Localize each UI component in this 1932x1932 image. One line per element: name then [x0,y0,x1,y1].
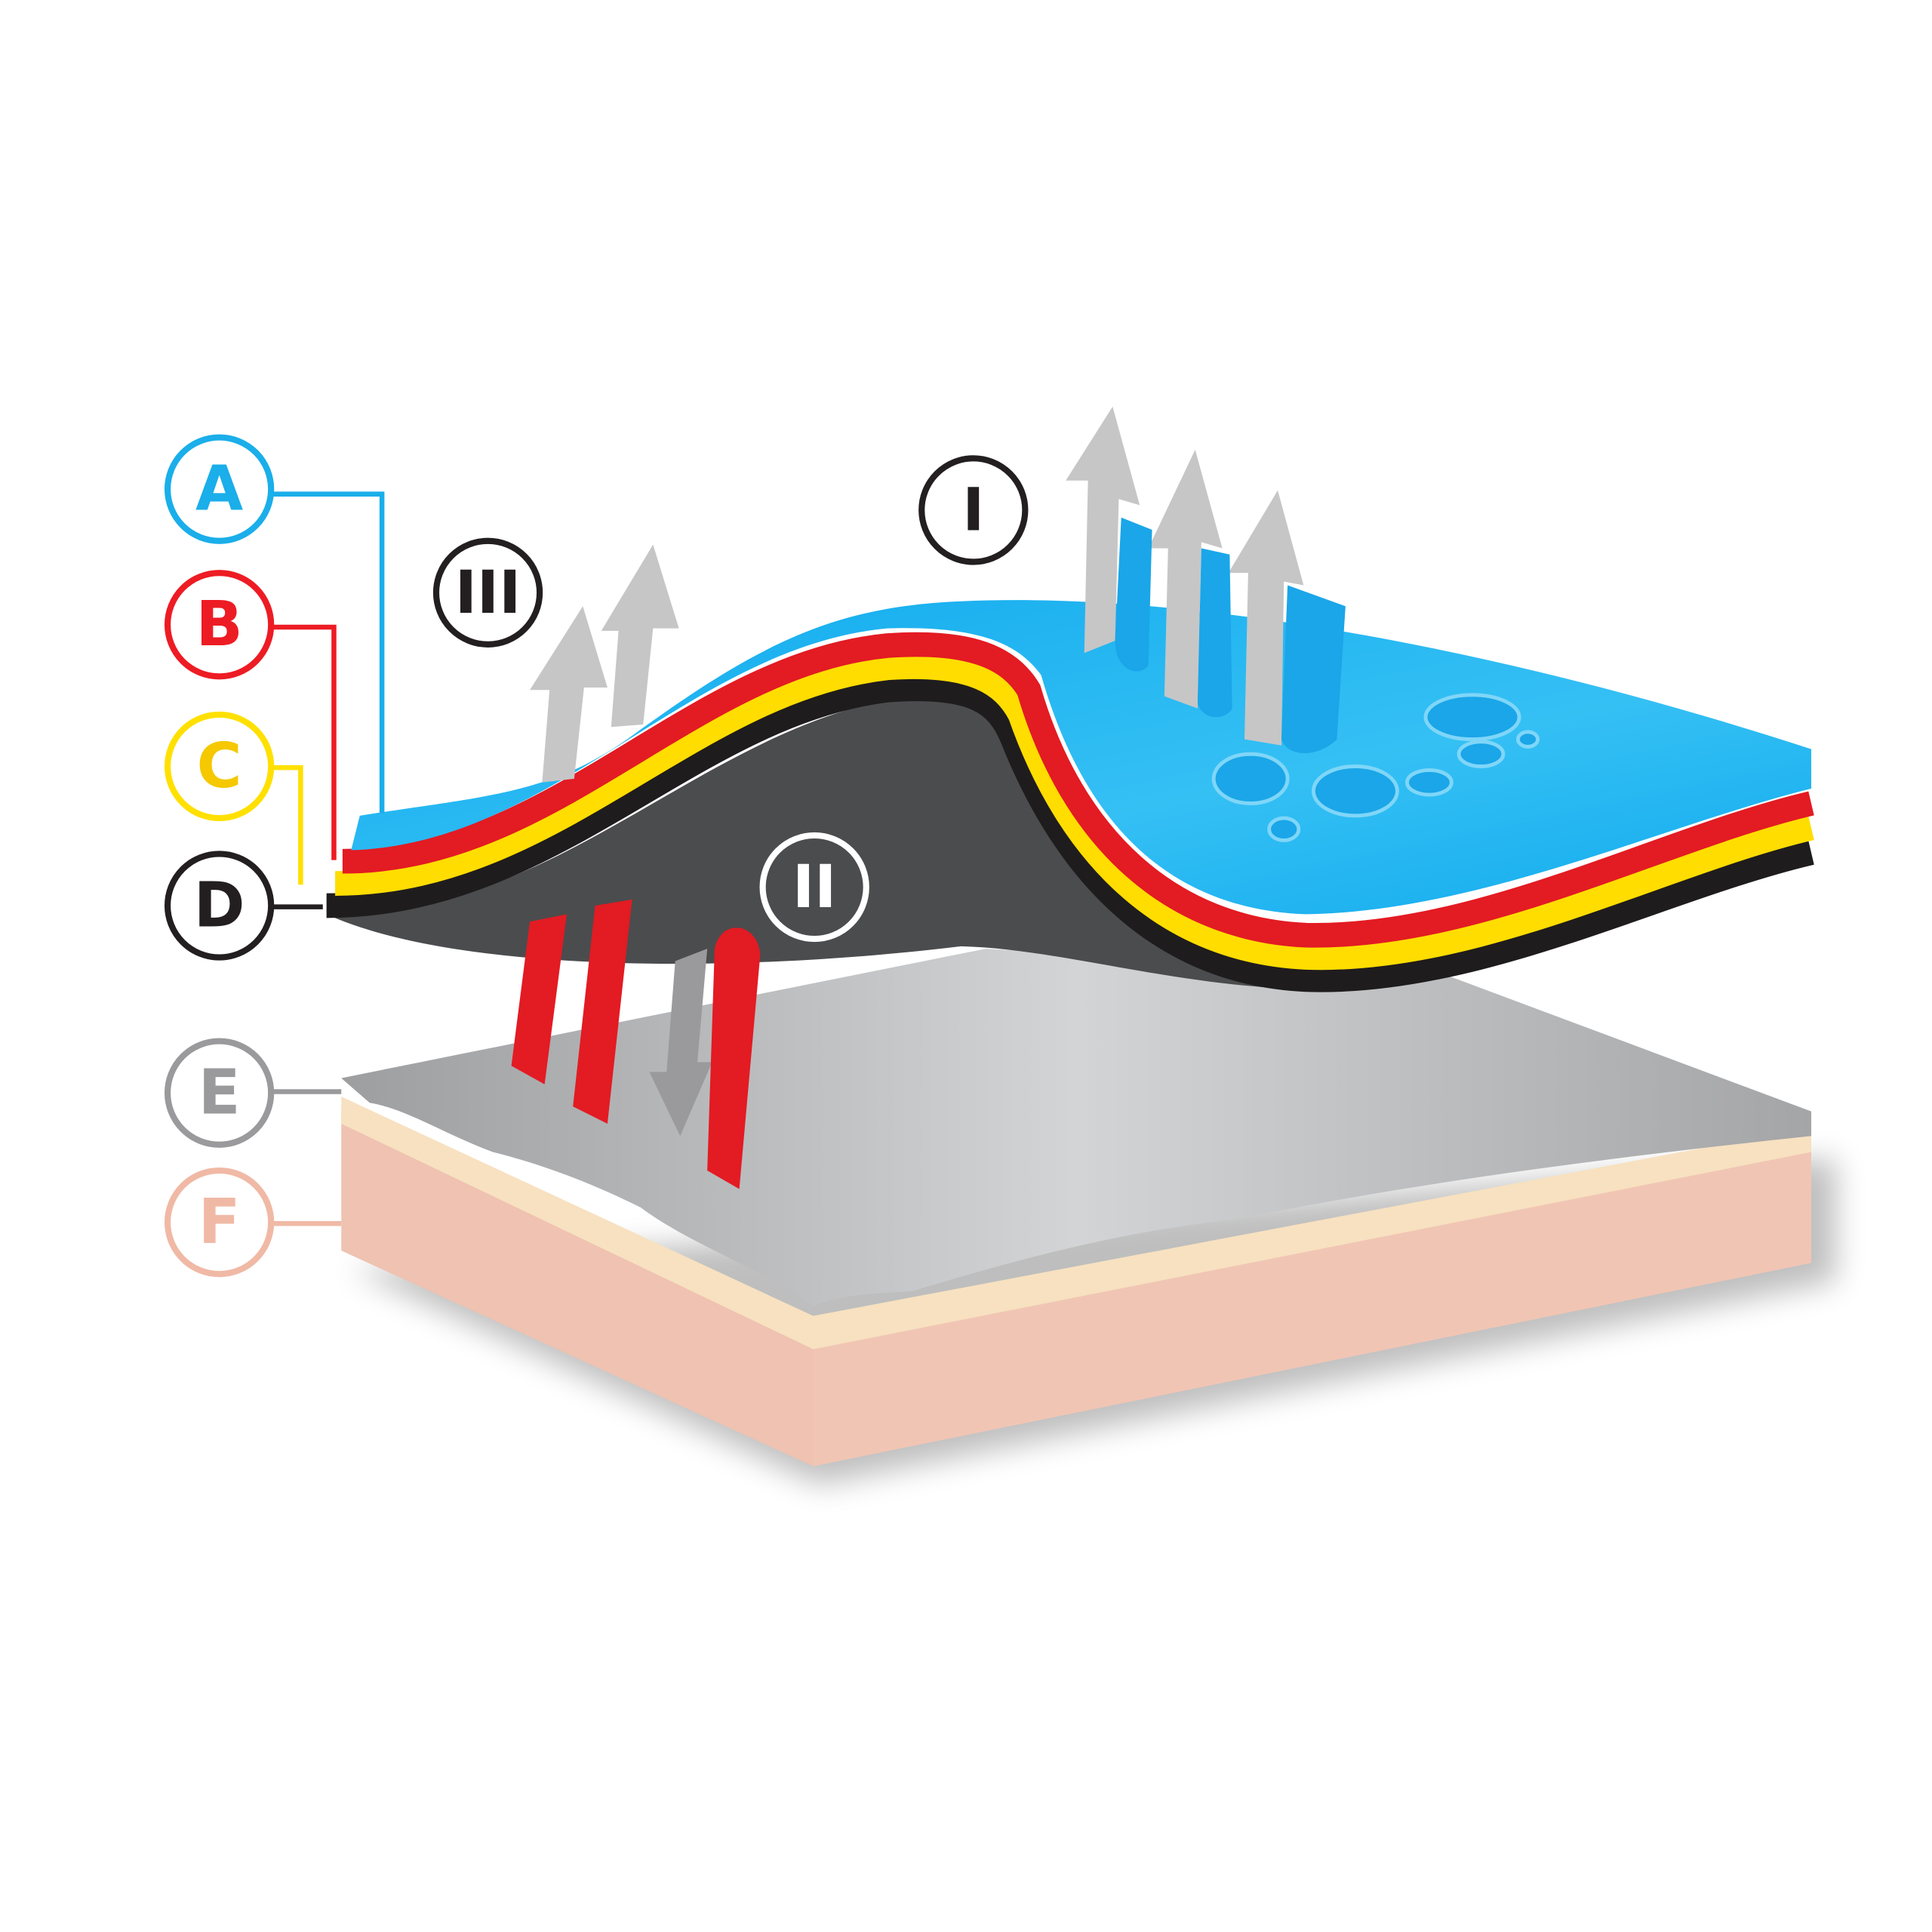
layer-c-yellow [335,654,1814,971]
layer-a-blue [351,600,1811,915]
skin-left-face [341,1109,814,1466]
water-loop [1281,585,1346,753]
label-letter: B [196,589,243,660]
layer-label-f: F [164,1167,275,1278]
vapour-arrows-i [1066,406,1346,753]
membrane-layers [326,600,1814,992]
label-letter: F [198,1186,241,1258]
arrow-up-icon [530,606,608,783]
water-droplets [1211,693,1540,842]
droplet [1423,693,1521,742]
label-letter: C [197,731,242,802]
skin-right-face [813,1140,1811,1466]
layer-label-a: A [164,434,275,544]
water-loop [1197,548,1232,718]
heat-strip [573,899,632,1124]
heat-strip [707,928,761,1189]
layer-label-c: C [164,711,275,822]
label-letter: D [194,869,245,941]
label-roman: I [962,475,984,544]
leader-lines [273,491,385,1226]
layer-label-e: E [164,1038,275,1148]
layer-d-black [326,676,1814,992]
droplet [1311,764,1399,818]
heat-strip [511,914,568,1084]
arrow-down-icon [649,949,712,1137]
heat-strips-ii [511,899,761,1189]
arrow-up-icon [601,544,679,728]
membrane-underside [326,697,1306,990]
layer-b-red [342,632,1814,948]
layer-label-d: D [164,851,275,961]
arrow-up-icon [1228,490,1304,746]
process-label-iii: III [432,537,543,648]
droplet [1405,768,1454,797]
arrow-up-icon [1148,449,1223,709]
label-roman: III [455,558,521,627]
skin-surface-layer-e [341,949,1812,1306]
label-roman: II [792,853,836,921]
water-loop [1115,517,1152,672]
arrow-up-icon [1066,406,1140,654]
label-letter: A [195,454,243,525]
vapour-arrows-iii [530,544,679,783]
droplet [1211,752,1290,805]
layer-label-b: B [164,570,275,680]
cream-layer [341,1097,1812,1349]
skin-block [341,949,1836,1485]
process-label-i: I [918,455,1029,565]
label-letter: E [198,1057,241,1129]
process-label-ii: II [759,832,869,943]
droplet [1515,730,1540,749]
droplet [1457,740,1506,768]
droplet [1267,816,1301,842]
